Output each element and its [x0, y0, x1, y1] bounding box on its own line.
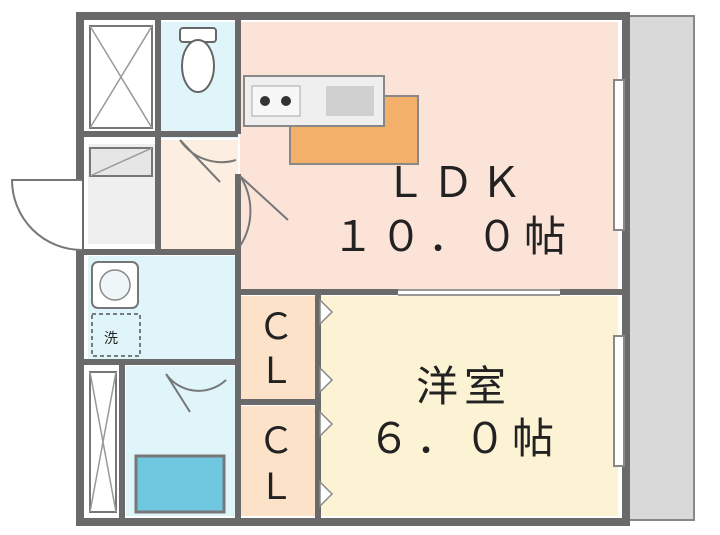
ldk-door: [239, 175, 289, 247]
ldk-size: １０．０帖: [332, 212, 573, 261]
washer-space: [91, 313, 141, 357]
closet-1-floor: [240, 296, 316, 400]
closet-doors: [319, 298, 334, 508]
burner-right: [281, 96, 291, 106]
yoshitsu-floor: [318, 296, 618, 516]
sink: [326, 86, 374, 116]
toilet-door: [179, 139, 237, 183]
closet-1-label-l: Ｌ: [258, 351, 295, 392]
toilet-bowl: [181, 39, 215, 93]
bathtub: [134, 454, 226, 514]
closet-2-label-l: Ｌ: [258, 467, 295, 508]
yoshitsu-name: 洋室: [416, 362, 513, 411]
windows: [613, 79, 625, 467]
washroom-door: [165, 373, 227, 413]
yoshitsu-size: ６．０帖: [368, 414, 561, 463]
washer-label: 洗: [104, 331, 118, 347]
ldk-name: ＬＤＫ: [384, 158, 529, 207]
closet-1-label-c: Ｃ: [258, 307, 295, 348]
outer-wall: [76, 12, 630, 526]
closet-2-floor: [240, 406, 316, 516]
burner-left: [260, 96, 270, 106]
stove: [251, 85, 301, 117]
interior-walls: [84, 20, 622, 520]
entrance-door: [10, 179, 83, 251]
balcony: [627, 15, 695, 521]
closet-2-label-c: Ｃ: [258, 421, 295, 462]
